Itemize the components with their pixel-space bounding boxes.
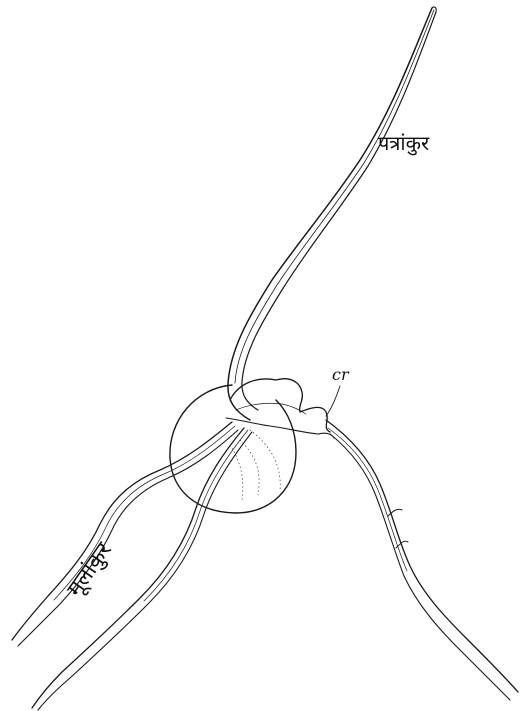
cr-pointer (326, 386, 340, 416)
radicle-root-lower (32, 428, 252, 710)
lateral-root-right (326, 420, 518, 700)
cr-label: cr (332, 365, 350, 384)
plumule-label: पत्रांकुर (378, 131, 430, 156)
plumule-shoot (228, 7, 436, 420)
